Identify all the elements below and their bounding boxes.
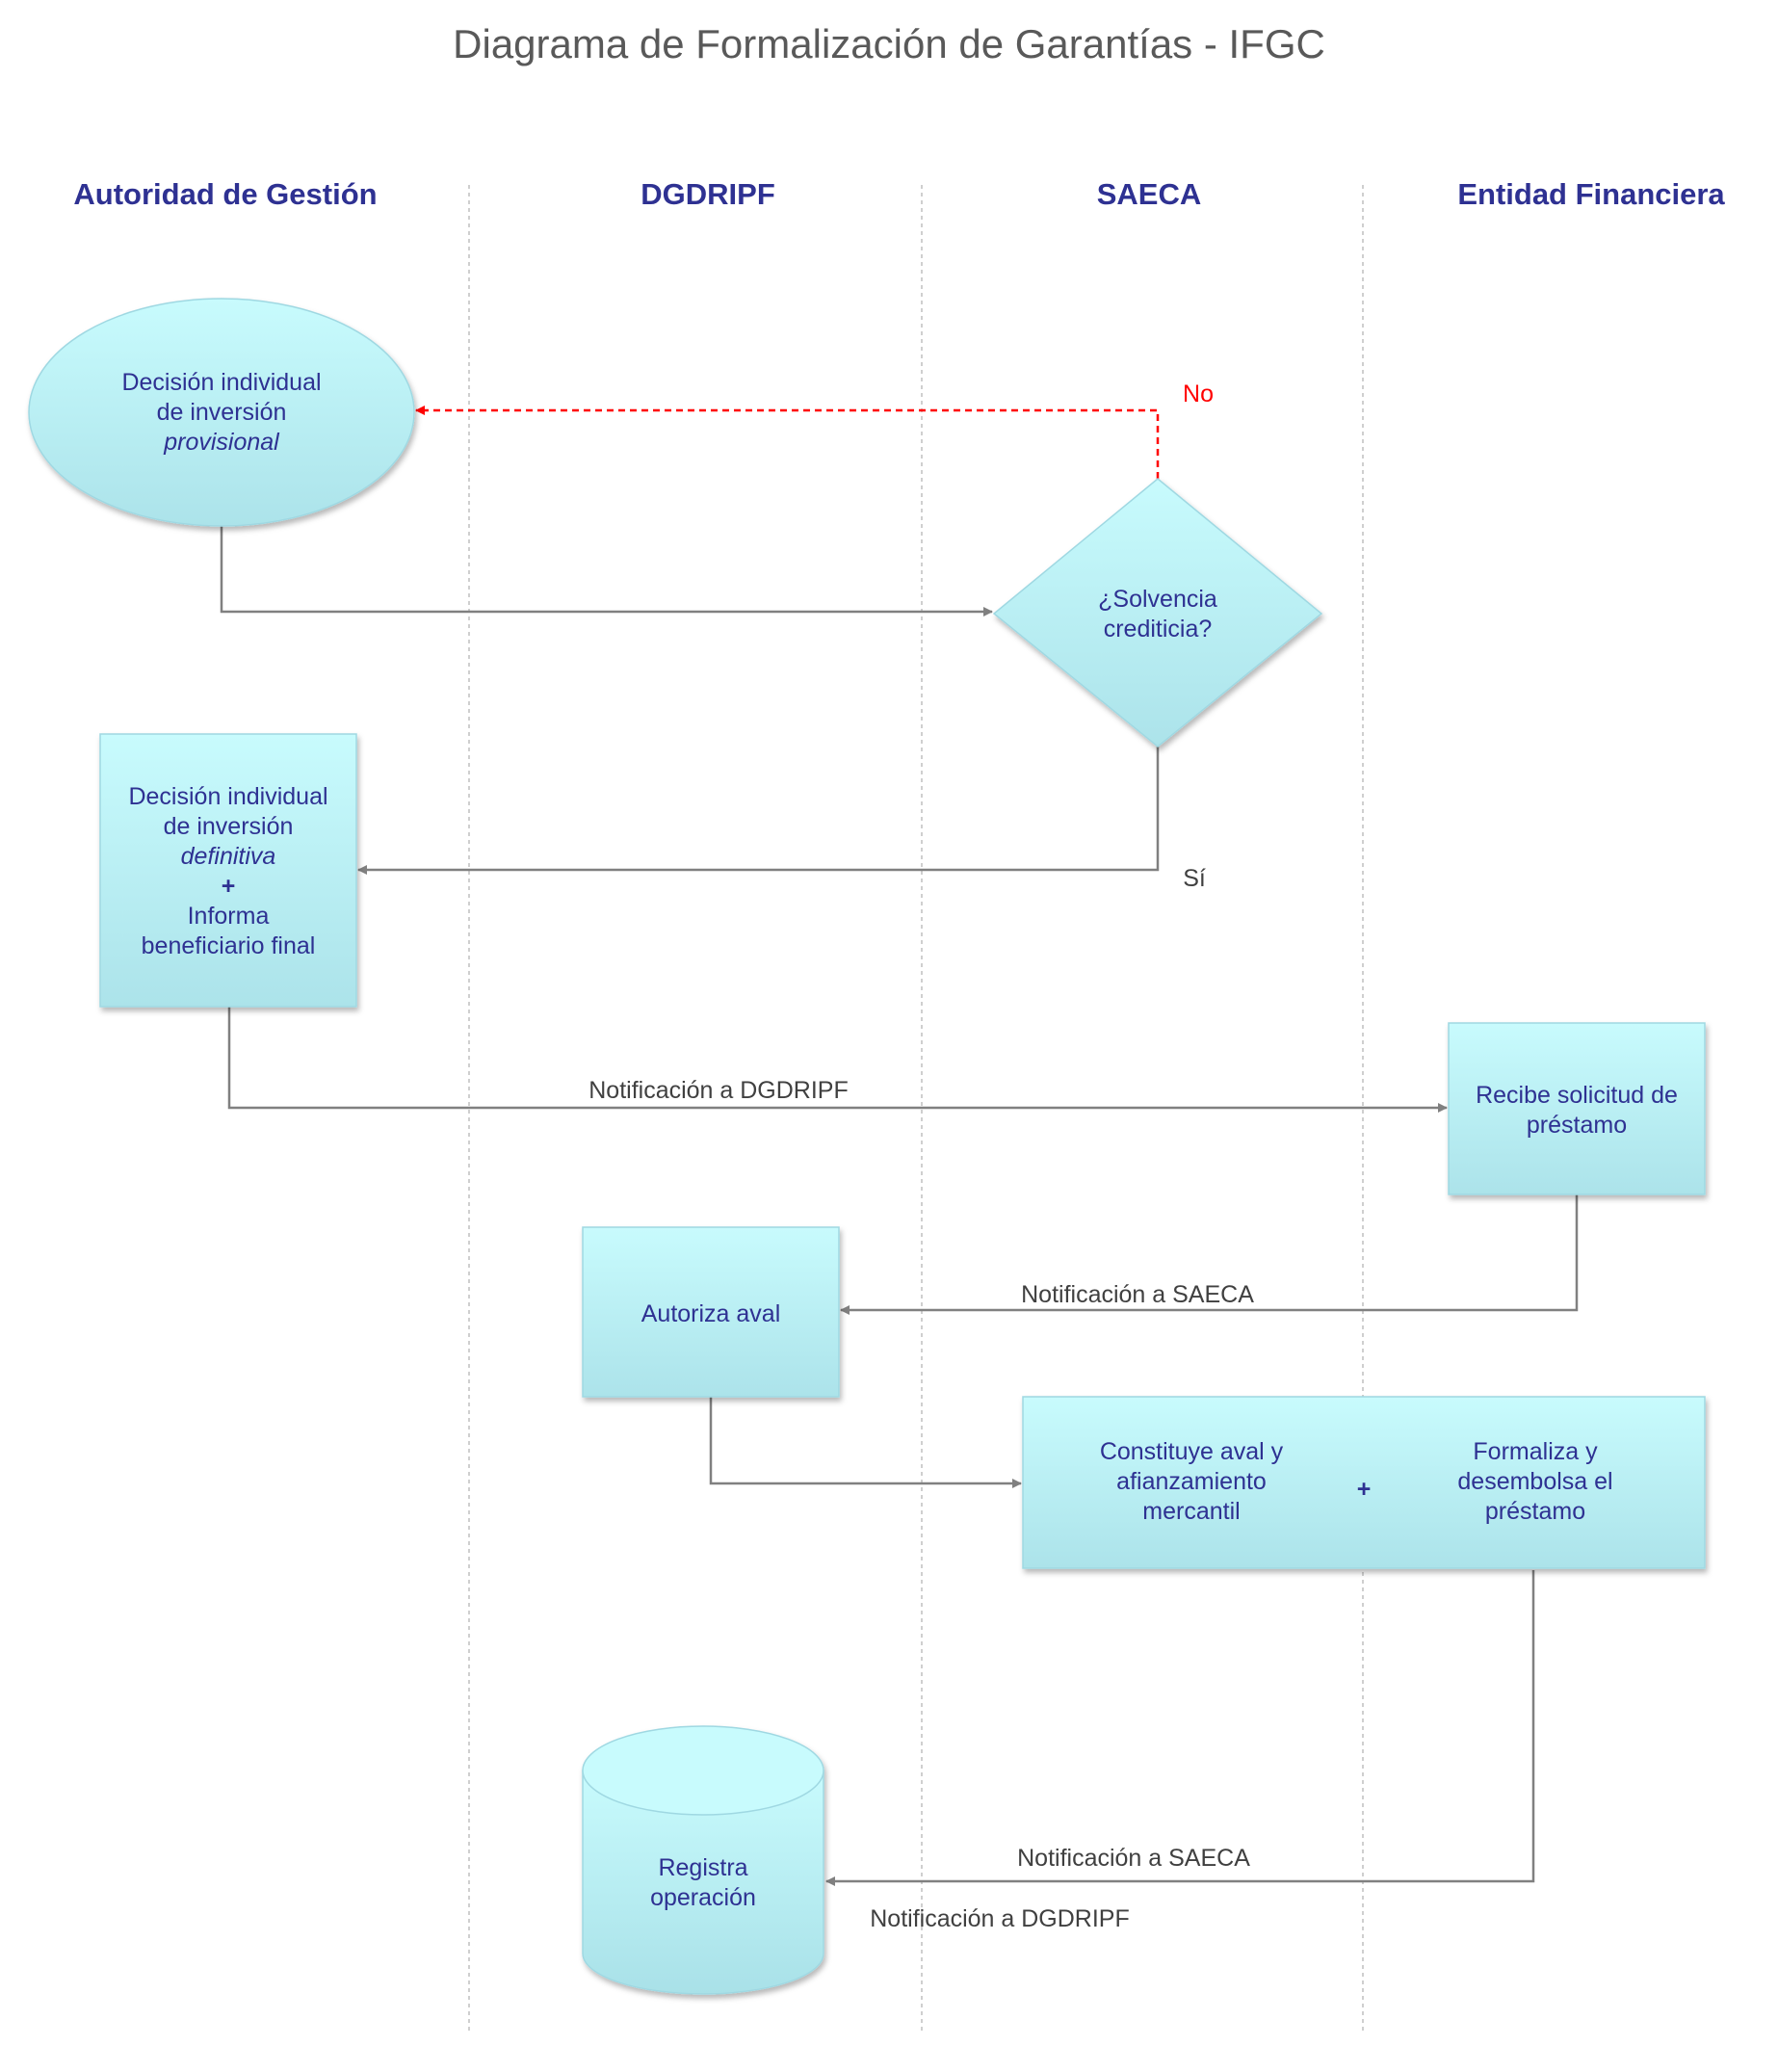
node-text: Informa	[188, 903, 270, 930]
constituye-formaliza-node	[1022, 1396, 1706, 1569]
label-notificacion-saeca: Notificación a SAECA	[1021, 1281, 1254, 1308]
solvencia-decision-node	[992, 478, 1323, 747]
node-text: operación	[650, 1884, 756, 1911]
node-text: ¿Solvencia	[1098, 586, 1217, 613]
connector-to-constituye	[709, 1397, 1022, 1488]
label-no: No	[1183, 380, 1214, 407]
node-text: mercantil	[1142, 1498, 1240, 1525]
decision-provisional-node	[28, 298, 415, 527]
node-text: de inversión	[164, 813, 294, 840]
node-text: Registra	[658, 1854, 747, 1881]
diagram-title: Diagrama de Formalización de Garantías -…	[453, 21, 1325, 66]
connector-provisional-to-solvencia	[220, 526, 993, 616]
node-text: Recibe solicitud de	[1476, 1082, 1678, 1109]
node-text: +	[1357, 1476, 1372, 1503]
connector-si-path	[357, 747, 1160, 875]
lane-title-entidad: Entidad Financiera	[1457, 177, 1725, 211]
node-text: desembolsa el	[1457, 1468, 1612, 1495]
node-text: préstamo	[1485, 1498, 1585, 1525]
connector-to-autoriza	[840, 1194, 1579, 1315]
lane-title-saeca: SAECA	[1097, 177, 1202, 211]
decision-definitiva-node	[99, 733, 357, 1008]
node-text: Decisión individual	[128, 783, 327, 810]
label-notificacion-saeca: Notificación a SAECA	[1017, 1845, 1250, 1872]
node-text: definitiva	[181, 843, 276, 870]
recibe-solicitud-node	[1448, 1022, 1706, 1195]
node-text: +	[222, 873, 236, 900]
connector-no-path	[415, 406, 1160, 479]
node-text: de inversión	[157, 399, 287, 426]
node-text: Formaliza y	[1473, 1438, 1598, 1465]
node-text: beneficiario final	[142, 932, 316, 959]
lane-title-autoridad: Autoridad de Gestión	[73, 177, 377, 211]
node-text: afianzamiento	[1116, 1468, 1267, 1495]
node-text: Autoriza aval	[641, 1300, 781, 1327]
lane-title-dgdripf: DGDRIPF	[641, 177, 775, 211]
label-notificacion-dgdripf: Notificación a DGDRIPF	[870, 1905, 1130, 1932]
label-notificacion-dgdripf: Notificación a DGDRIPF	[588, 1077, 849, 1104]
registra-operacion-node	[582, 1725, 824, 1995]
node-text: provisional	[163, 429, 280, 456]
label-si: Sí	[1183, 865, 1206, 892]
autoriza-aval-node	[582, 1226, 840, 1398]
connector-to-entidad	[227, 1007, 1448, 1113]
connector-to-registra	[825, 1570, 1535, 1886]
node-text: Constituye aval y	[1100, 1438, 1284, 1465]
node-text: Decisión individual	[121, 369, 321, 396]
node-text: crediticia?	[1104, 616, 1213, 643]
node-text: préstamo	[1527, 1112, 1627, 1139]
